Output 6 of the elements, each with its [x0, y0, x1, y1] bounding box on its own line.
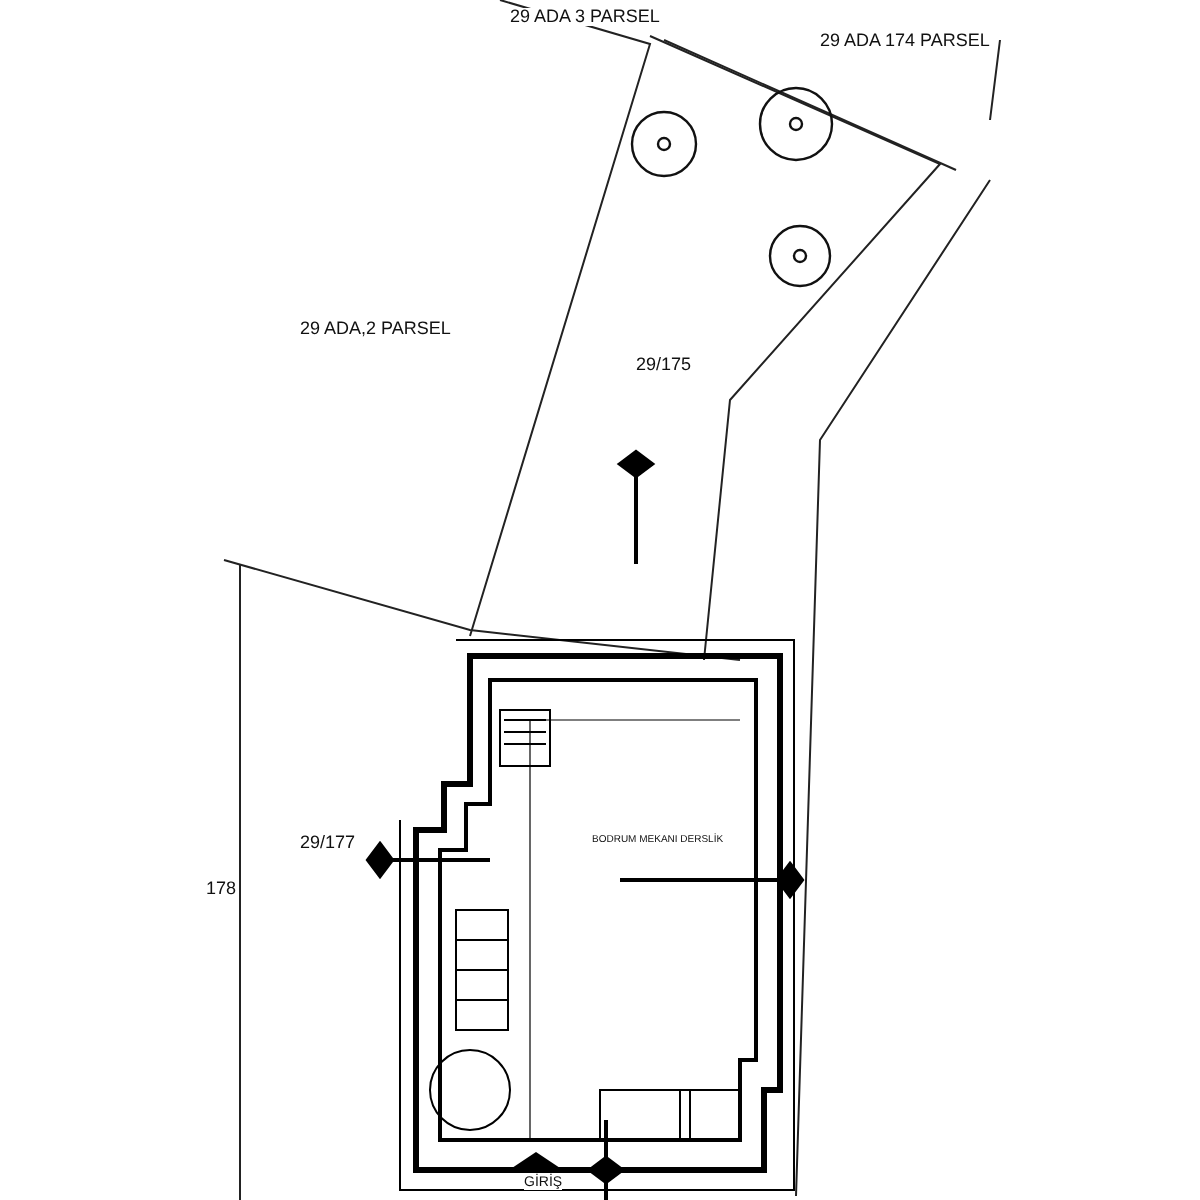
- parcel-number: 29/177: [300, 834, 356, 852]
- parcel-number: 178: [206, 880, 237, 898]
- parcel-label: 29 ADA,2 PARSEL: [300, 320, 451, 338]
- parcel-number: 29/175: [636, 356, 692, 374]
- parcel-label: 29 ADA 3 PARSEL: [510, 8, 660, 26]
- parcel-label: 29 ADA 174 PARSEL: [820, 32, 990, 50]
